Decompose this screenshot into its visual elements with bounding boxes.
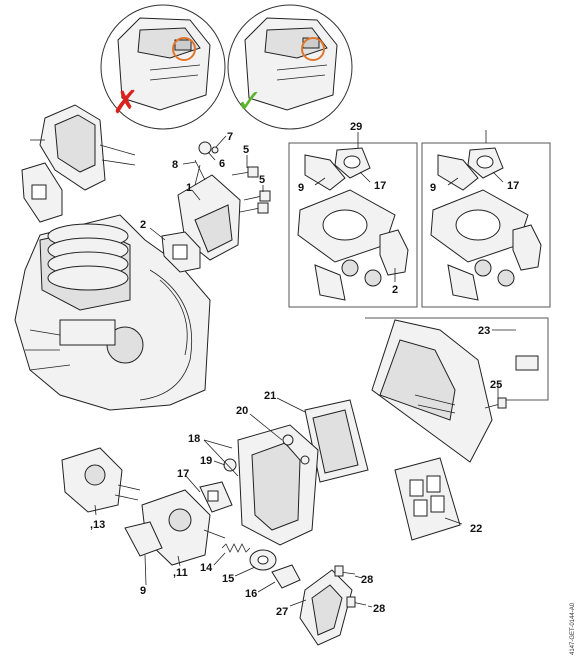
label-22: 22 [470, 523, 482, 535]
label-23: 23 [478, 325, 490, 337]
label-28-lower: 28 [373, 603, 385, 615]
part-labels: 7 8 6 5 5 1 2 29 9 17 9 17 2 23 25 21 20… [90, 121, 519, 618]
airbox-part-18 [223, 424, 319, 546]
label-27: 27 [276, 606, 288, 618]
right-comparison-circle: ✓ [227, 4, 353, 130]
gasket-kit-box-left [288, 142, 418, 308]
label-25: 25 [490, 379, 502, 391]
label-14: 14 [200, 562, 213, 574]
label-16: 16 [245, 588, 257, 600]
label-2-kit: 2 [392, 284, 398, 296]
cover-part-27 [299, 569, 353, 646]
label-15: 15 [222, 573, 234, 585]
gasket-part-2-left [161, 231, 201, 273]
wrong-comparison-circle: ✗ [100, 4, 226, 130]
bellows-part-15 [249, 549, 277, 571]
spring-part-14 [221, 543, 251, 553]
label-1: 1 [186, 182, 192, 194]
label-21: 21 [264, 390, 276, 402]
label-17-kit-right: 17 [507, 180, 519, 192]
label-9-carb: 9 [140, 585, 146, 597]
label-9-kit-left: 9 [298, 182, 304, 194]
label-11: ,11 [173, 567, 188, 579]
bracket-part-1 [177, 141, 241, 261]
shroud-part-23 [365, 317, 549, 463]
gasket-part-9-carb [124, 521, 163, 557]
highlight-ring-wrong [172, 37, 196, 61]
highlight-ring-right [301, 37, 325, 61]
bolts-part-5 [231, 166, 271, 214]
drawing-code: 4147-GET-0144-A0 [570, 602, 576, 655]
sleeve-part-16 [271, 564, 301, 589]
label-5-upper: 5 [243, 144, 249, 156]
gasket-kit-box-right [421, 142, 551, 308]
label-28-upper: 28 [361, 574, 373, 586]
carburetor-part-13 [61, 447, 141, 513]
label-20: 20 [236, 405, 248, 417]
label-5-lower: 5 [259, 174, 265, 186]
right-mark: ✓ [236, 82, 263, 120]
label-19: 19 [200, 455, 212, 467]
gasket-part-17-carb [199, 481, 233, 513]
screws-part-28 [334, 565, 367, 608]
label-29: 29 [350, 121, 362, 133]
wrong-mark: ✗ [112, 83, 139, 121]
label-6: 6 [219, 158, 225, 170]
gasket-left [21, 162, 63, 223]
air-filter-part-21 [304, 399, 369, 483]
label-8: 8 [172, 159, 178, 171]
label-2-left: 2 [140, 219, 146, 231]
label-17-kit-left: 17 [374, 180, 386, 192]
carb-cover-part [30, 104, 136, 191]
label-17-carb: 17 [177, 468, 189, 480]
label-9-kit-right: 9 [430, 182, 436, 194]
engine-assembly [14, 214, 211, 411]
label-13: ,13 [90, 519, 105, 531]
label-7: 7 [227, 131, 233, 143]
leader-lines [94, 130, 516, 608]
label-18: 18 [188, 433, 200, 445]
filter-frame-part-22 [394, 457, 461, 541]
